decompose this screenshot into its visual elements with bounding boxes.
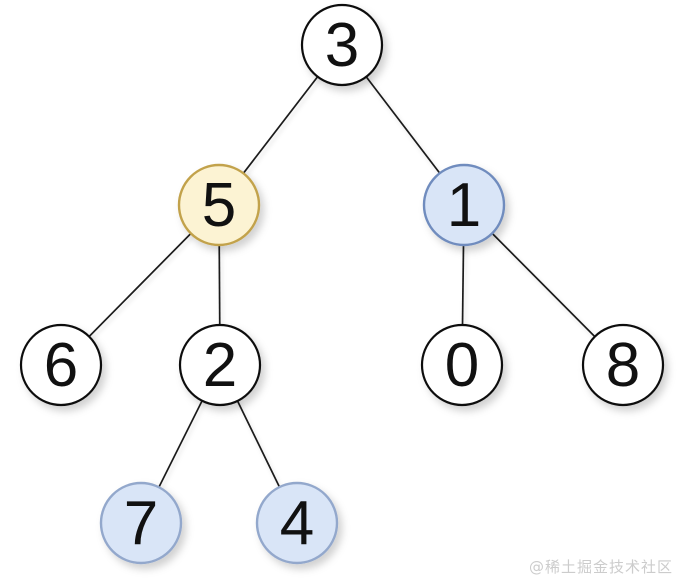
tree-node-4: 4 — [255, 481, 339, 565]
node-circle — [255, 481, 339, 565]
node-label: 4 — [280, 489, 314, 558]
tree-node-5: 5 — [177, 163, 261, 247]
node-label: 0 — [445, 331, 479, 400]
edges-layer — [60, 44, 624, 524]
nodes-layer: 3 5 1 6 2 0 8 7 4 — [19, 3, 665, 565]
tree-node-6: 6 — [19, 323, 103, 407]
node-label: 7 — [124, 489, 158, 558]
tree-node-7: 7 — [99, 481, 183, 565]
node-label: 5 — [202, 171, 236, 240]
node-circle — [177, 163, 261, 247]
node-circle — [19, 323, 103, 407]
node-label: 1 — [447, 171, 481, 240]
tree-node-3: 3 — [300, 3, 384, 87]
node-circle — [422, 163, 506, 247]
node-label: 3 — [325, 11, 359, 80]
node-circle — [581, 323, 665, 407]
node-label: 8 — [606, 331, 640, 400]
node-circle — [300, 3, 384, 87]
node-label: 2 — [203, 331, 237, 400]
tree-node-1: 1 — [422, 163, 506, 247]
node-label: 6 — [44, 331, 78, 400]
tree-node-8: 8 — [581, 323, 665, 407]
node-circle — [99, 481, 183, 565]
tree-node-0: 0 — [420, 323, 504, 407]
node-circle — [178, 323, 262, 407]
node-circle — [420, 323, 504, 407]
tree-node-2: 2 — [178, 323, 262, 407]
watermark: @稀土掘金技术社区 — [528, 558, 673, 576]
